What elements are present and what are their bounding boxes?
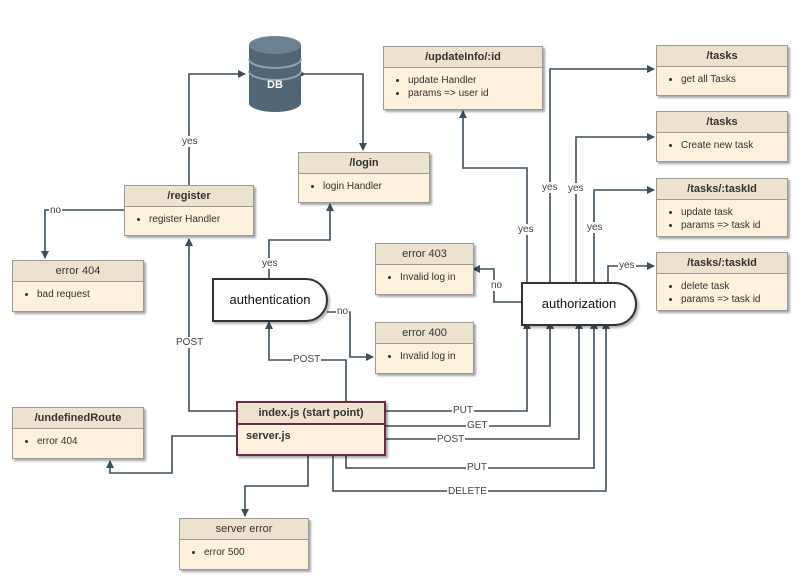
edge-put-authorization	[382, 321, 531, 412]
edge-register-no	[41, 209, 124, 259]
start-point-box: index.js (start point) server.js	[236, 401, 386, 456]
tasks-get-item: get all Tasks	[681, 73, 787, 86]
edge-label-authz-yes-get: yes	[541, 182, 559, 193]
edge-get	[382, 321, 554, 427]
undefined-route-item: error 404	[37, 435, 143, 448]
register-item: register Handler	[149, 213, 253, 226]
update-info-item: params => user id	[408, 87, 542, 100]
start-point-body: server.js	[246, 430, 291, 442]
edge-label-register-yes: yes	[181, 136, 199, 147]
edge-label-put-task: PUT	[466, 462, 488, 473]
task-delete-box: /tasks/:taskId delete task params => tas…	[656, 252, 788, 311]
edge-undefined-route	[106, 435, 237, 474]
edge-label-auth-no: no	[336, 306, 350, 317]
login-item: login Handler	[323, 180, 429, 193]
db-label: DB	[267, 79, 283, 91]
edge-label-authz-yes-update: yes	[517, 224, 535, 235]
update-info-box: /updateInfo/:id update Handler params =>…	[383, 46, 543, 110]
tasks-post-item: Create new task	[681, 139, 787, 152]
update-info-item: update Handler	[408, 74, 542, 87]
authorization-terminal: authorization	[521, 282, 637, 326]
error-400-title: error 400	[376, 323, 473, 344]
server-error-title: server error	[180, 519, 308, 540]
edge-label-register-no: no	[49, 205, 63, 216]
edge-label-post-tasks: POST	[436, 434, 466, 445]
edge-authz-tasks-post	[575, 133, 655, 282]
tasks-get-title: /tasks	[657, 46, 787, 67]
edge-post-register	[185, 238, 237, 412]
edge-label-authz-yes-put: yes	[586, 222, 604, 233]
edge-label-get: GET	[466, 420, 489, 431]
server-error-item: error 500	[204, 546, 308, 559]
edge-auth-no	[327, 311, 374, 361]
update-info-title: /updateInfo/:id	[384, 47, 542, 68]
error-403-title: error 403	[376, 244, 473, 265]
register-title: /register	[125, 186, 253, 207]
edge-db-login	[298, 70, 367, 151]
database-icon: DB	[247, 35, 303, 113]
edge-label-authz-yes-delete: yes	[618, 260, 636, 271]
error-403-box: error 403 Invalid log in	[375, 243, 474, 295]
edge-label-authz-no: no	[490, 280, 504, 291]
task-delete-item: delete task	[681, 280, 787, 293]
task-update-item: update task	[681, 206, 787, 219]
edge-label-post-register: POST	[175, 337, 205, 348]
error-400-box: error 400 Invalid log in	[375, 322, 474, 374]
error-400-item: Invalid log in	[400, 350, 473, 363]
task-update-item: params => task id	[681, 219, 787, 232]
edge-label-authz-yes-post: yes	[567, 183, 585, 194]
edge-authz-tasks-get	[549, 65, 655, 282]
error-404-title: error 404	[13, 261, 143, 282]
tasks-get-box: /tasks get all Tasks	[656, 45, 788, 96]
task-delete-item: params => task id	[681, 293, 787, 306]
server-error-box: server error error 500	[179, 518, 309, 570]
error-403-item: Invalid log in	[400, 271, 473, 284]
undefined-route-title: /undefinedRoute	[13, 408, 143, 429]
edge-label-auth-yes: yes	[261, 258, 279, 269]
login-title: /login	[299, 153, 429, 174]
edge-label-post-login: POST	[292, 354, 322, 365]
task-update-title: /tasks/:taskId	[657, 179, 787, 200]
error-404-box: error 404 bad request	[12, 260, 144, 312]
task-update-box: /tasks/:taskId update task params => tas…	[656, 178, 788, 237]
login-box: /login login Handler	[298, 152, 430, 203]
edge-authz-task-delete	[607, 262, 655, 282]
edge-label-delete: DELETE	[447, 486, 488, 497]
edge-server-error	[241, 453, 309, 517]
authentication-terminal: authentication	[212, 278, 328, 322]
edge-label-put-authorization: PUT	[452, 405, 474, 416]
tasks-post-box: /tasks Create new task	[656, 111, 788, 162]
error-404-item: bad request	[37, 288, 143, 301]
task-delete-title: /tasks/:taskId	[657, 253, 787, 274]
tasks-post-title: /tasks	[657, 112, 787, 133]
register-box: /register register Handler	[124, 185, 254, 236]
start-point-title: index.js (start point)	[238, 403, 384, 425]
edge-authz-task-update	[593, 186, 655, 282]
edge-register-to-db	[188, 70, 246, 185]
undefined-route-box: /undefinedRoute error 404	[12, 407, 144, 459]
